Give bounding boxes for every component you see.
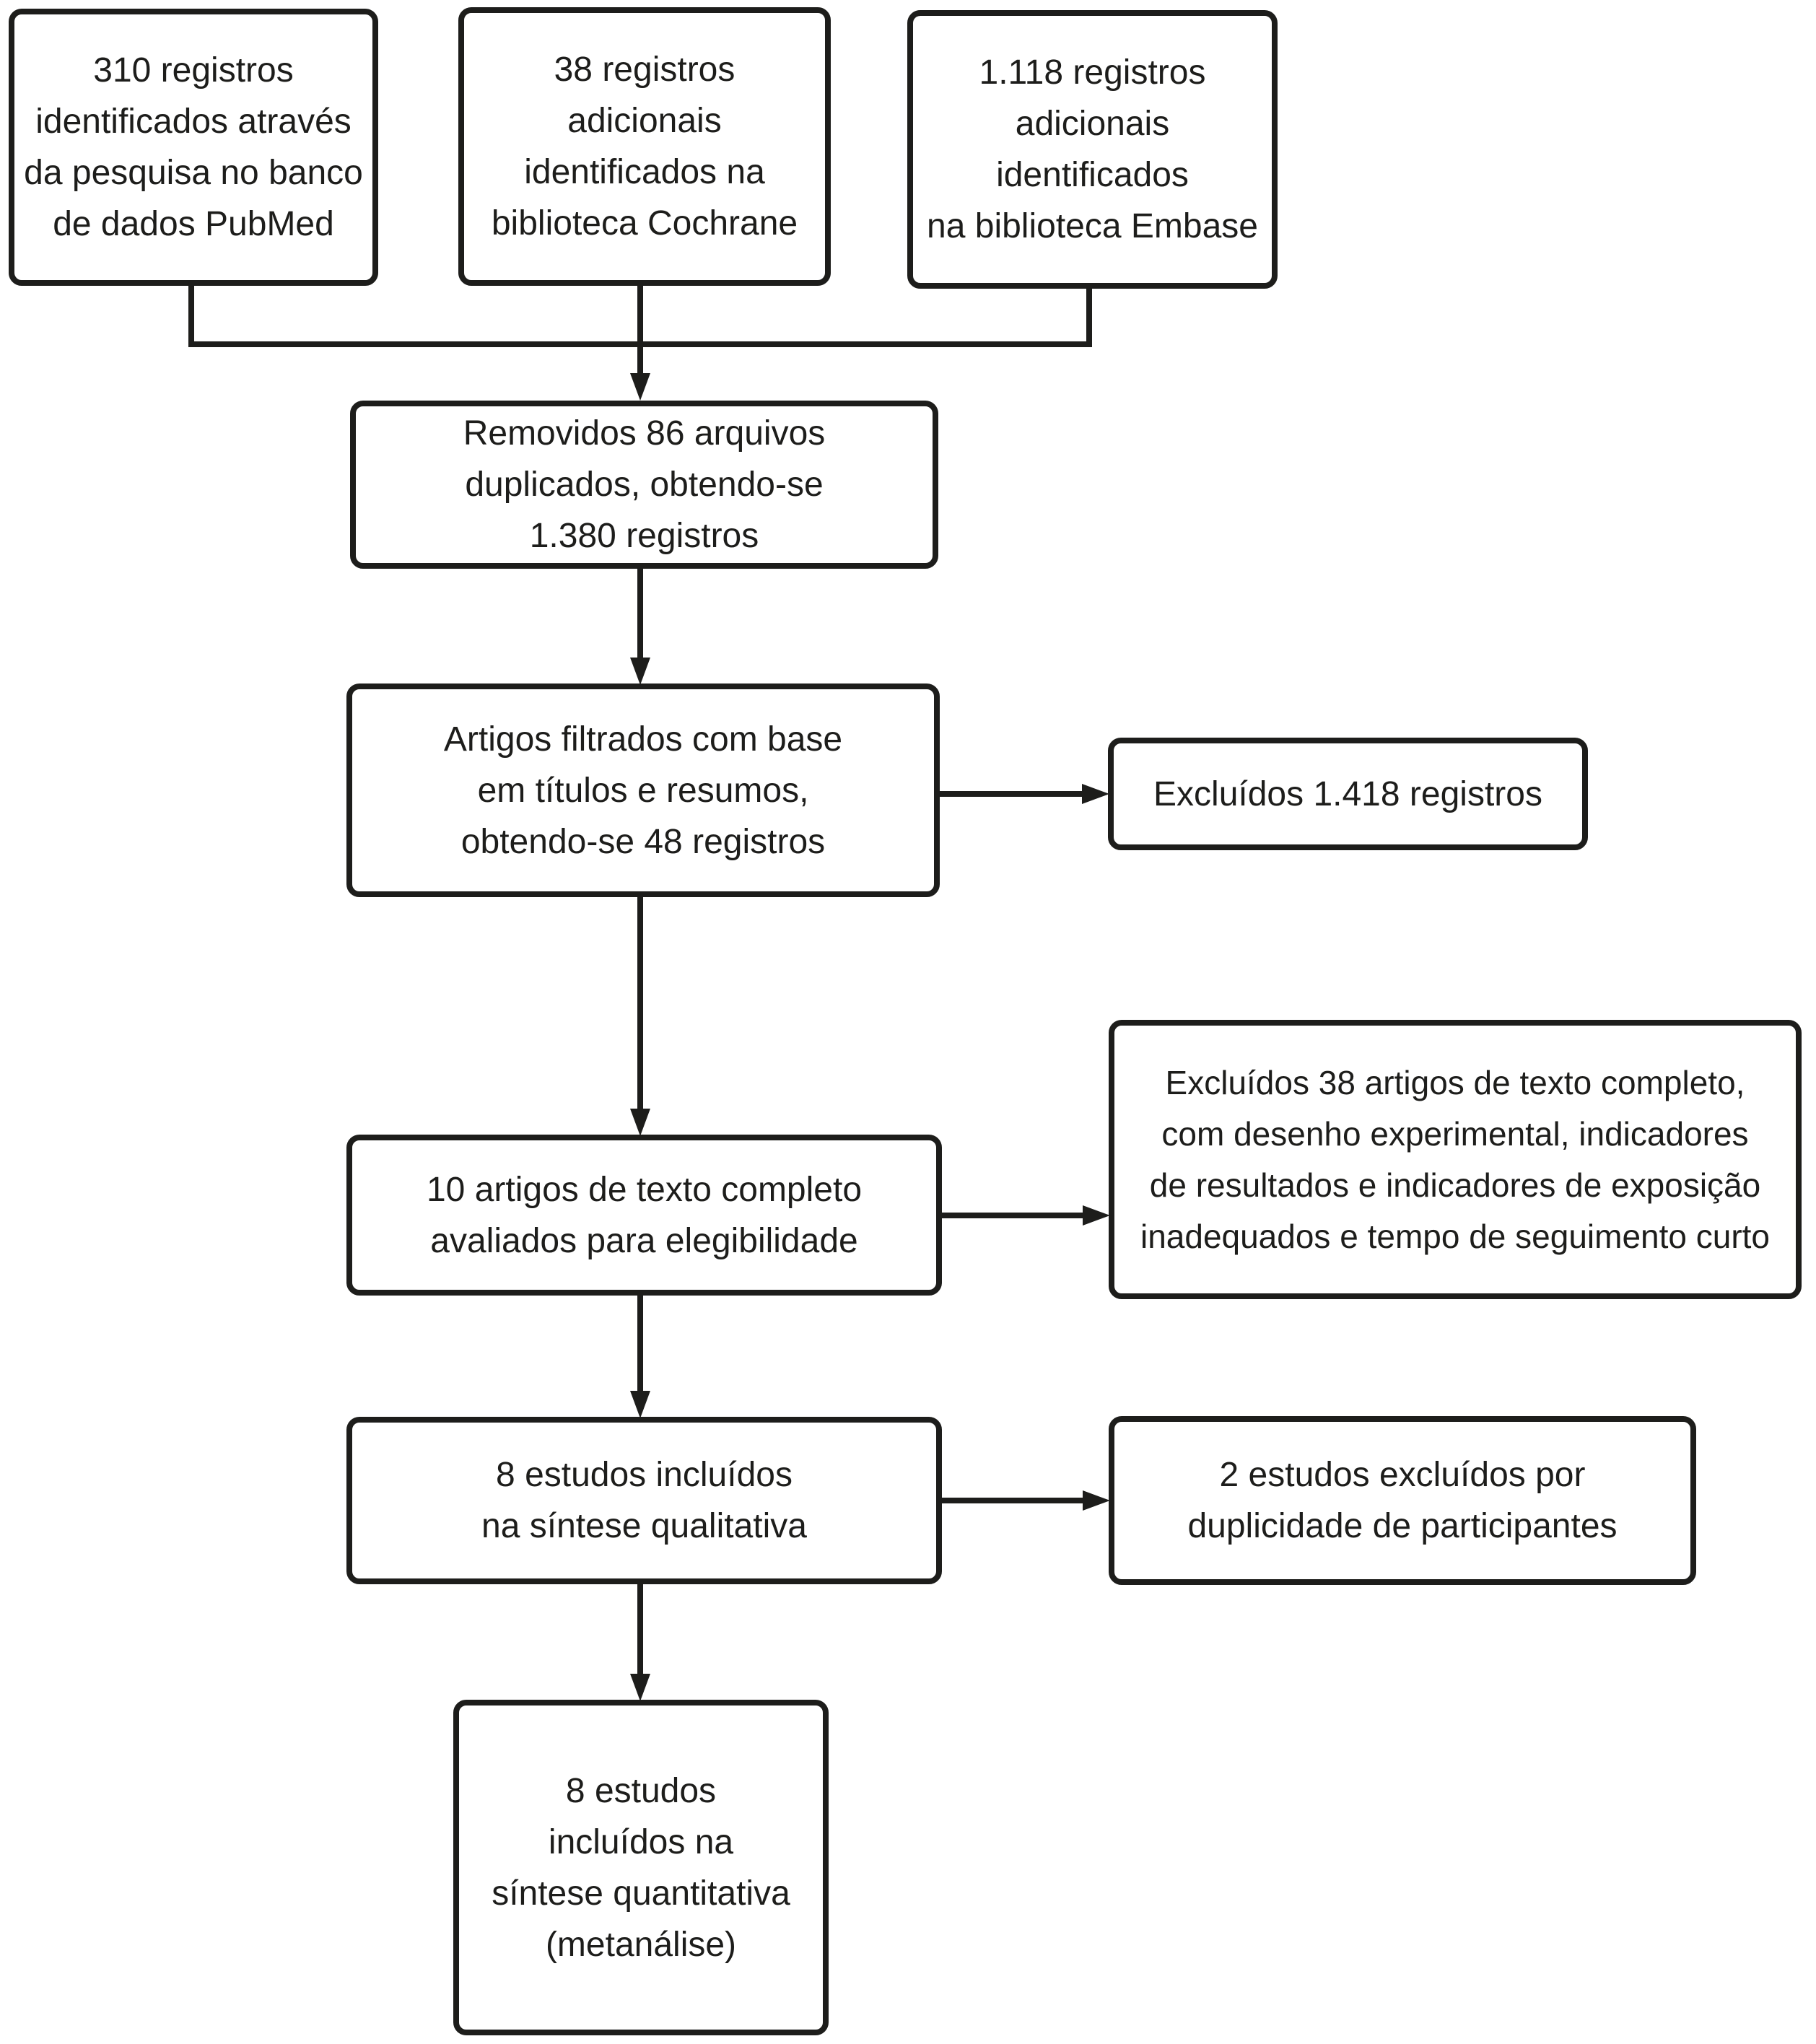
connector-qualitative-to-quantitative: [637, 1583, 643, 1675]
connector-screened-to-excluded-records: [938, 791, 1083, 797]
arrow-right-head-excluded-records: [1082, 784, 1109, 804]
connector-fulltext-to-excluded-fulltext: [940, 1213, 1084, 1218]
box-cochrane-records: 38 registros adicionais identificados na…: [458, 7, 831, 286]
arrow-down-head-screened: [630, 658, 650, 685]
arrow-down-head-fulltext: [630, 1109, 650, 1136]
arrow-down-head-qualitative: [630, 1391, 650, 1418]
arrow-down-head-quantitative: [630, 1674, 650, 1701]
connector-screened-to-fulltext: [637, 896, 643, 1110]
box-excluded-fulltext: Excluídos 38 artigos de texto completo, …: [1109, 1020, 1802, 1299]
arrow-down-head-duplicates: [630, 373, 650, 401]
connector-duplicates-to-screened: [637, 567, 643, 659]
connector-embase-stub: [1086, 287, 1092, 347]
connector-merge-to-duplicates: [637, 284, 643, 375]
box-excluded-duplicate-participants: 2 estudos excluídos por duplicidade de p…: [1109, 1416, 1696, 1585]
box-duplicates-removed: Removidos 86 arquivos duplicados, obtend…: [350, 401, 938, 569]
box-fulltext-assessed: 10 artigos de texto completo avaliados p…: [346, 1135, 942, 1296]
connector-pubmed-stub: [188, 284, 194, 347]
arrow-right-head-excluded-duplicates: [1083, 1490, 1110, 1511]
connector-qualitative-to-excluded-duplicates: [940, 1498, 1084, 1503]
box-embase-records: 1.118 registros adicionais identificados…: [907, 10, 1278, 289]
box-quantitative-synthesis: 8 estudos incluídos na síntese quantitat…: [453, 1700, 829, 2035]
box-qualitative-synthesis: 8 estudos incluídos na síntese qualitati…: [346, 1417, 942, 1584]
box-excluded-records: Excluídos 1.418 registros: [1108, 738, 1588, 850]
box-pubmed-records: 310 registros identificados através da p…: [9, 9, 378, 286]
connector-fulltext-to-qualitative: [637, 1294, 643, 1392]
arrow-right-head-excluded-fulltext: [1083, 1205, 1110, 1226]
box-title-abstract-screened: Artigos filtrados com base em títulos e …: [346, 683, 940, 897]
